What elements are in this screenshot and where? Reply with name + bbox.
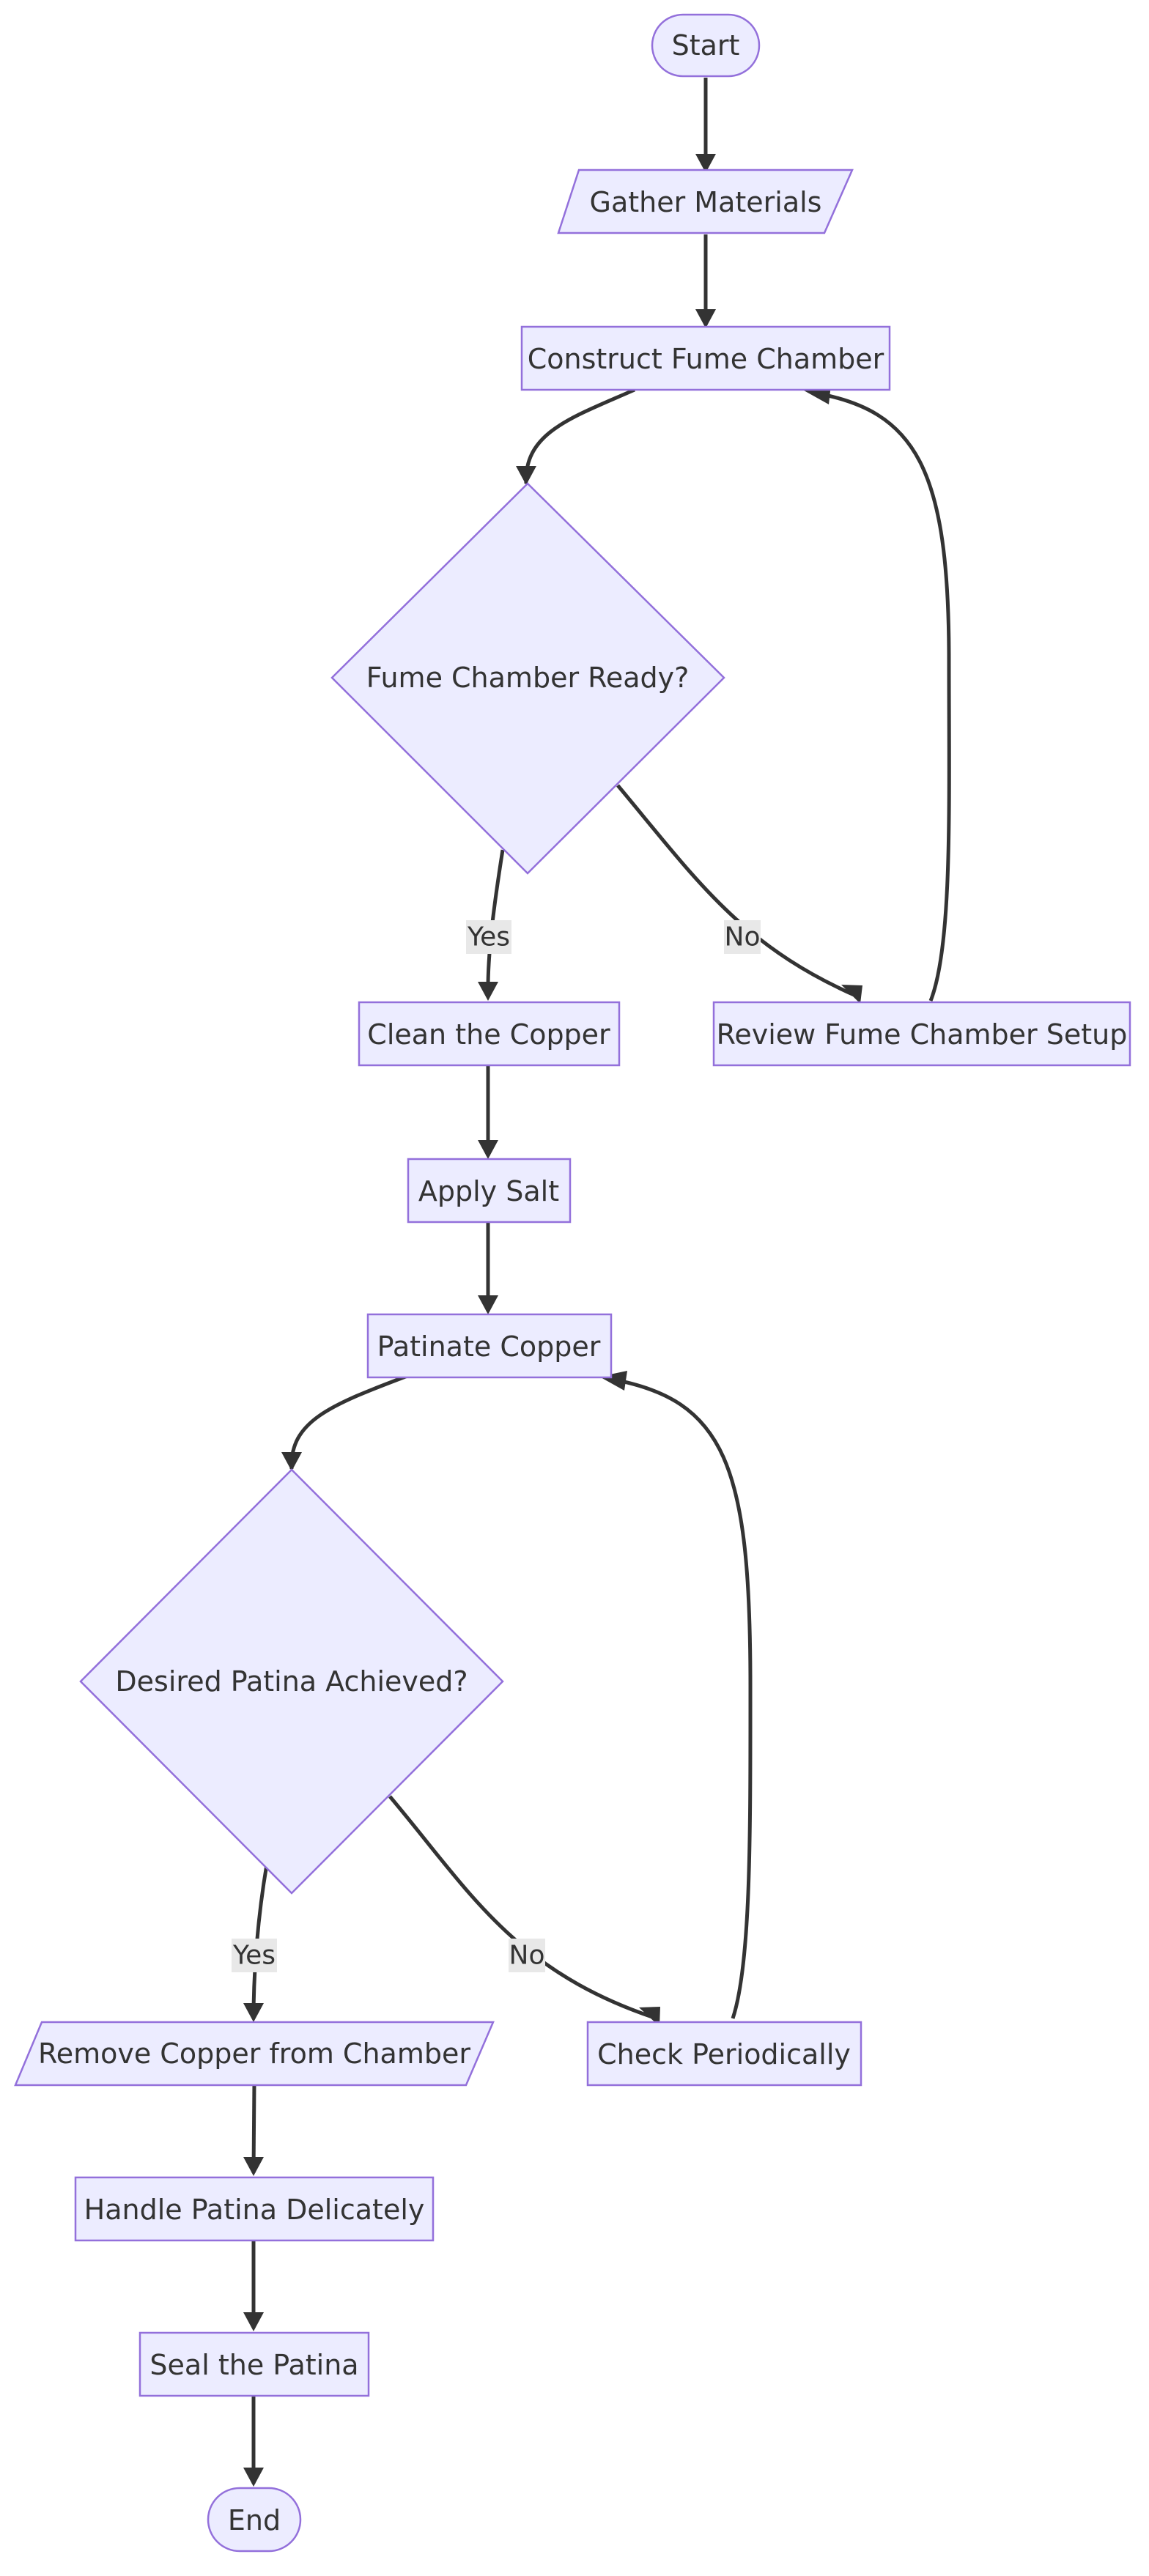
edge-start-gather-head <box>695 154 716 173</box>
edge-desired-remove-head <box>243 2003 264 2022</box>
node-clean-shape <box>358 1001 621 1067</box>
node-review-shape <box>712 1001 1131 1067</box>
node-clean-label: Clean the Copper <box>367 1018 610 1051</box>
node-patinate-label: Patinate Copper <box>377 1330 601 1363</box>
node-review-label: Review Fume Chamber Setup <box>717 1018 1128 1051</box>
edge-label-desired-yes: Yes <box>232 1941 276 1971</box>
node-patinate[interactable]: Patinate Copper <box>366 1313 613 1379</box>
node-check-label: Check Periodically <box>597 2038 851 2070</box>
edge-label-bg-ready-yes <box>466 920 511 954</box>
edge-label-bg-desired-yes <box>232 1939 277 1972</box>
edge-check-patinate <box>609 1377 753 2019</box>
node-handle[interactable]: Handle Patina Delicately <box>74 2176 435 2242</box>
node-seal-label: Seal the Patina <box>149 2349 358 2381</box>
node-construct-shape <box>520 325 891 391</box>
edge-label-ready-yes: Yes <box>467 922 510 952</box>
edge-label-bg-ready-no <box>724 920 761 954</box>
node-salt-label: Apply Salt <box>418 1175 559 1207</box>
node-clean[interactable]: Clean the Copper <box>358 1001 621 1067</box>
node-check-shape <box>586 2021 862 2087</box>
node-gather[interactable]: Gather Materials <box>557 169 854 234</box>
edge-label-bg-desired-no <box>509 1939 545 1972</box>
node-handle-label: Handle Patina Delicately <box>84 2194 425 2226</box>
node-construct-label: Construct Fume Chamber <box>528 343 884 375</box>
node-remove[interactable]: Remove Copper from Chamber <box>14 2021 495 2087</box>
node-desired[interactable]: Desired Patina Achieved? <box>79 1468 504 1895</box>
node-end[interactable]: End <box>207 2487 302 2553</box>
nodes: Start Gather Materials Construct Fume Ch… <box>14 13 1131 2553</box>
node-start-shape <box>651 13 761 78</box>
edge-patinate-desired-head <box>281 1452 302 1471</box>
node-salt[interactable]: Apply Salt <box>407 1158 572 1224</box>
edge-labels: Yes No Yes No <box>232 920 761 1972</box>
node-start[interactable]: Start <box>651 13 761 78</box>
edge-review-construct <box>813 391 951 1002</box>
node-handle-shape <box>74 2176 435 2242</box>
node-end-shape <box>207 2487 302 2553</box>
node-check[interactable]: Check Periodically <box>586 2021 862 2087</box>
node-review[interactable]: Review Fume Chamber Setup <box>712 1001 1131 1067</box>
edge-patinate-desired <box>289 1374 408 1470</box>
node-start-label: Start <box>672 29 740 62</box>
node-patinate-shape <box>366 1313 613 1379</box>
node-ready-label: Fume Chamber Ready? <box>366 662 690 694</box>
node-end-label: End <box>228 2504 281 2536</box>
edge-handle-seal-head <box>243 2312 264 2331</box>
edge-clean-salt-head <box>478 1140 498 1159</box>
node-ready-shape <box>330 482 725 875</box>
node-gather-shape <box>557 169 854 234</box>
edge-ready-review <box>616 784 859 999</box>
edge-ready-clean-head <box>478 982 498 1001</box>
edge-construct-ready-head <box>516 466 536 485</box>
node-seal[interactable]: Seal the Patina <box>138 2331 370 2397</box>
node-remove-shape <box>14 2021 495 2087</box>
node-desired-label: Desired Patina Achieved? <box>115 1665 468 1698</box>
node-remove-label: Remove Copper from Chamber <box>38 2038 470 2070</box>
node-salt-shape <box>407 1158 572 1224</box>
edge-label-desired-no: No <box>509 1941 545 1971</box>
node-construct[interactable]: Construct Fume Chamber <box>520 325 891 391</box>
node-desired-shape <box>79 1468 504 1895</box>
edge-ready-review-head <box>841 985 862 1004</box>
edge-gather-construct-head <box>695 309 716 328</box>
node-ready[interactable]: Fume Chamber Ready? <box>330 482 725 875</box>
edge-seal-end-head <box>243 2468 264 2487</box>
edge-salt-patinate-head <box>478 1295 498 1314</box>
edges <box>243 78 951 2487</box>
edge-desired-check <box>388 1795 657 2021</box>
edge-construct-ready <box>524 388 636 484</box>
node-seal-shape <box>138 2331 370 2397</box>
edge-label-ready-no: No <box>725 922 761 952</box>
edge-remove-handle-head <box>243 2157 264 2176</box>
node-gather-label: Gather Materials <box>590 186 822 218</box>
